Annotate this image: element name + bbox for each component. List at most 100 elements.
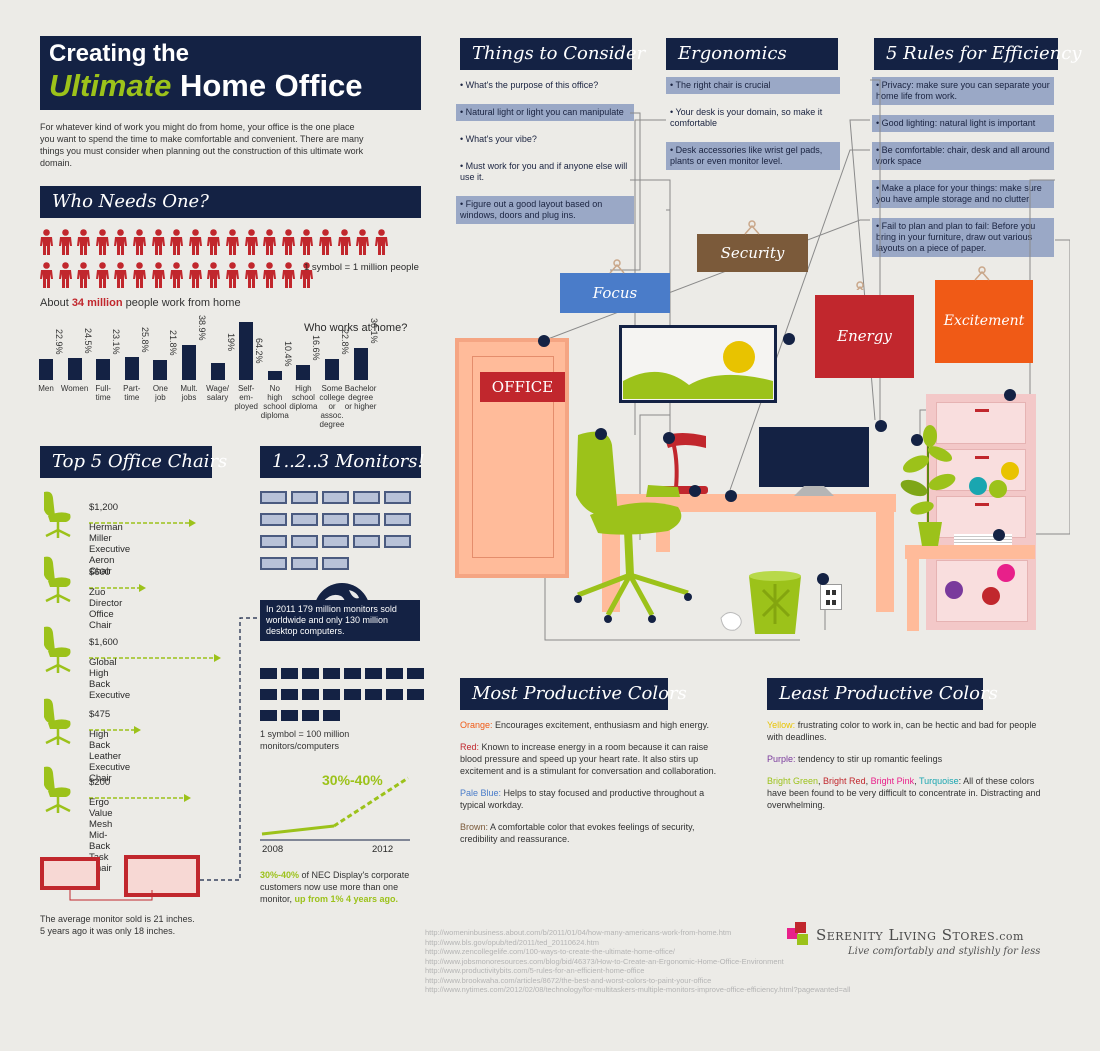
monitor-symbol-icon <box>384 535 411 548</box>
computer-symbol-icon <box>260 710 277 721</box>
connector-dot <box>993 529 1005 541</box>
chart-value-label: 25.8% <box>139 326 150 353</box>
color-name: Brown: <box>460 822 489 832</box>
chart-value-label: 10.4% <box>282 340 293 367</box>
chair-name: High Back Leather Executive Chair <box>89 729 131 784</box>
person-icon <box>337 229 351 255</box>
people-legend: 1 symbol = 1 million people <box>304 262 419 273</box>
person-icon <box>225 229 239 255</box>
connector-dot <box>817 573 829 585</box>
chair-price-arrow <box>89 649 222 667</box>
person-icon <box>40 229 53 255</box>
person-icon <box>132 229 146 255</box>
rules-item: • Be comfortable: chair, desk and all ar… <box>872 142 1054 170</box>
most-colors-item: Red: Known to increase energy in a room … <box>460 742 717 776</box>
monitor-symbol-icon <box>322 491 349 504</box>
connector-dot <box>538 335 550 347</box>
monitor-symbol-icon <box>384 491 411 504</box>
person-icon <box>225 262 239 288</box>
monitor-symbol-icon <box>386 668 403 679</box>
source-link[interactable]: http://womeninbusiness.about.com/b/2011/… <box>425 928 732 937</box>
monitor-symbol-icon <box>302 668 319 679</box>
source-link[interactable]: http://www.nytimes.com/2012/02/08/techno… <box>425 985 851 994</box>
large-monitor-icon <box>124 855 200 897</box>
monitor-symbol-icon <box>291 491 318 504</box>
brand-logo-icon <box>787 922 808 945</box>
source-link[interactable]: http://www.productivitybits.com/5-rules-… <box>425 966 645 975</box>
chart-category-label: Wage/ salary <box>206 384 229 402</box>
person-icon <box>300 262 314 288</box>
person-icon <box>114 262 128 288</box>
monitor-symbol-icon <box>322 513 349 526</box>
least-colors-list: Yellow: frustrating color to work in, ca… <box>767 720 1041 810</box>
chart-value-label: 16.6% <box>311 335 322 361</box>
chart-bar <box>124 356 139 380</box>
color-name: Red: <box>460 742 480 752</box>
plant-icon <box>900 425 956 546</box>
cabinet-circles <box>945 462 1019 605</box>
monitor-symbol-icon <box>353 513 380 526</box>
source-link[interactable]: http://www.brookwaha.com/articles/8672/t… <box>425 975 712 985</box>
chair-icon <box>38 555 74 610</box>
monitors-heading: 1..2..3 Monitors! <box>260 446 425 478</box>
monitor-symbol-icon <box>384 513 411 526</box>
monitor-symbol-icon <box>260 557 287 570</box>
chart-value-label: 64.2% <box>254 338 265 364</box>
people-count: 34 million <box>71 297 123 309</box>
chair-name: Herman Miller Executive Aeron Chair <box>89 522 131 577</box>
monitor-symbol-icon <box>291 513 318 526</box>
person-icon <box>170 229 184 255</box>
monitor-stand <box>794 486 834 496</box>
title-block: Creating the Ultimate Home Office <box>40 36 421 110</box>
chart-category-label: Full- time <box>95 384 111 402</box>
chart-value-label: 22.8% <box>340 329 350 355</box>
growth-line-chart <box>260 776 410 841</box>
bright-pink-label: Bright Pink <box>870 776 915 786</box>
person-icon <box>244 229 258 255</box>
rules-heading: 5 Rules for Efficiency <box>874 38 1082 70</box>
chart-bar <box>267 370 282 380</box>
energy-tag: Energy <box>815 295 914 378</box>
title-line1: Creating the <box>49 40 190 67</box>
consider-list: • What's the purpose of this office?• Na… <box>456 77 634 234</box>
chart-category-label: High school diploma <box>289 384 318 411</box>
consider-item: • Figure out a good layout based on wind… <box>456 196 634 224</box>
chair-price-arrow <box>89 721 142 739</box>
source-link[interactable]: http://www.zencollegelife.com/100-ways-t… <box>425 947 675 956</box>
rules-item: • Fail to plan and plan to fail: Before … <box>872 218 1054 257</box>
source-link[interactable]: http://www.jobsmonoresources.com/blog/bi… <box>425 956 784 966</box>
connector-dot <box>911 434 923 446</box>
person-icon <box>58 229 72 255</box>
connector-dot <box>663 432 675 444</box>
people-row-2 <box>40 262 319 293</box>
growth-label: 30%-40% <box>322 772 383 788</box>
chart-bar <box>239 322 254 380</box>
connector-dot <box>875 420 887 432</box>
small-monitor-icon <box>40 857 100 890</box>
chair-icon <box>38 490 74 545</box>
chart-category-label: Bachelor degree or higher <box>344 384 377 411</box>
person-icon <box>207 229 221 255</box>
monitor-symbol-icon <box>353 535 380 548</box>
computer-symbol-icon <box>302 710 319 721</box>
monitor-symbol-icon <box>260 513 287 526</box>
chart-title: Who works at home? <box>304 322 408 334</box>
monitor-symbol-icon <box>322 535 349 548</box>
monitor-symbol-icon <box>260 491 287 504</box>
person-icon <box>188 229 202 255</box>
person-icon <box>95 229 109 255</box>
monitor-symbol-icon <box>281 689 298 700</box>
most-colors-item: Brown: A comfortable color that evokes f… <box>460 822 695 844</box>
turquoise-label: Turquoise <box>918 776 959 786</box>
computer-symbol-icon <box>365 689 382 700</box>
chart-bar <box>325 359 339 380</box>
source-link[interactable]: http://www.bls.gov/opub/ted/2011/ted_201… <box>425 937 600 947</box>
focus-tag: Focus <box>560 273 670 313</box>
trash-can-icon <box>720 571 801 634</box>
chair-price: $475 <box>89 709 111 720</box>
brand-name: Serenity Living Stores.com <box>816 926 1024 944</box>
monitor-symbol-icon <box>322 557 349 570</box>
chart-category-label: No high school diploma <box>260 384 289 420</box>
chart-category-label: One job <box>152 384 168 402</box>
person-icon <box>77 229 91 255</box>
